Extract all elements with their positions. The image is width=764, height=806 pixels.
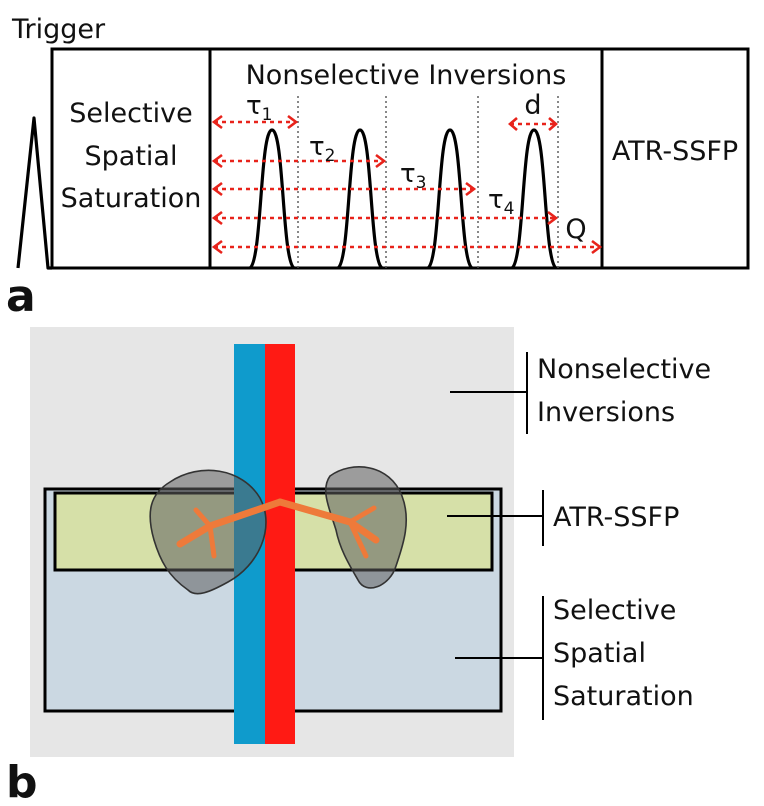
- tau-3-label: τ3: [400, 159, 426, 193]
- selective-label-line-2: Spatial: [85, 141, 178, 172]
- spatial-coverage-panel: Nonselective Inversions ATR-SSFP Selecti…: [6, 327, 711, 806]
- panel-b-label: b: [6, 757, 38, 806]
- nonselective-label-line-2: Inversions: [537, 397, 675, 428]
- atr-ssfp-label: ATR-SSFP: [612, 136, 738, 167]
- left-renal-branch-upper: [193, 507, 213, 529]
- atr-ssfp-block: [600, 47, 750, 270]
- tau-1-label: τ1: [246, 91, 272, 125]
- trigger-label: Trigger: [11, 14, 106, 45]
- inversion-pulse-2: [336, 128, 384, 270]
- left-renal-branch-lower: [207, 523, 217, 559]
- q-label: Q: [565, 214, 586, 245]
- right-kidney: [325, 466, 408, 589]
- q-arrowheads: [211, 239, 603, 255]
- tau-4-label: τ4: [488, 185, 514, 219]
- tau-3-arrowheads: [211, 181, 477, 197]
- tau-2-arrowheads: [211, 153, 387, 169]
- selective-label-line-3: Saturation: [61, 183, 202, 214]
- selective-b-label-line-3: Saturation: [553, 681, 694, 712]
- nonselective-label-line-1: Nonselective: [537, 354, 711, 385]
- selective-saturation-block: [50, 47, 212, 270]
- panel-a-label: a: [6, 271, 36, 322]
- right-renal-branch-lower: [347, 519, 369, 559]
- inversion-pulse-1: [248, 128, 296, 270]
- right-renal-branch-upper: [347, 505, 377, 525]
- d-arrowheads: [508, 117, 558, 131]
- tau-1-arrowheads: [211, 114, 299, 130]
- trigger-spike: [16, 116, 52, 270]
- nonselective-inversions-block: [208, 47, 604, 270]
- atr-ssfp-panel-b-label: ATR-SSFP: [553, 502, 679, 533]
- left-kidney: [149, 469, 267, 595]
- artery-vessel: [265, 344, 295, 744]
- nonselective-inversions-label: Nonselective Inversions: [246, 60, 567, 91]
- tau-2-label: τ2: [309, 132, 335, 166]
- tau-4-arrowheads: [211, 210, 559, 226]
- selective-b-label-line-1: Selective: [553, 595, 676, 626]
- d-label: d: [524, 90, 541, 121]
- inversion-pulse-4: [510, 128, 558, 270]
- selective-b-label-line-2: Spatial: [553, 638, 646, 669]
- selective-label-line-1: Selective: [69, 98, 192, 129]
- inversion-pulse-3: [426, 128, 474, 270]
- renal-arteries: [176, 498, 380, 559]
- pulse-sequence-panel: Trigger Selective Spatial Saturation Non…: [6, 14, 750, 322]
